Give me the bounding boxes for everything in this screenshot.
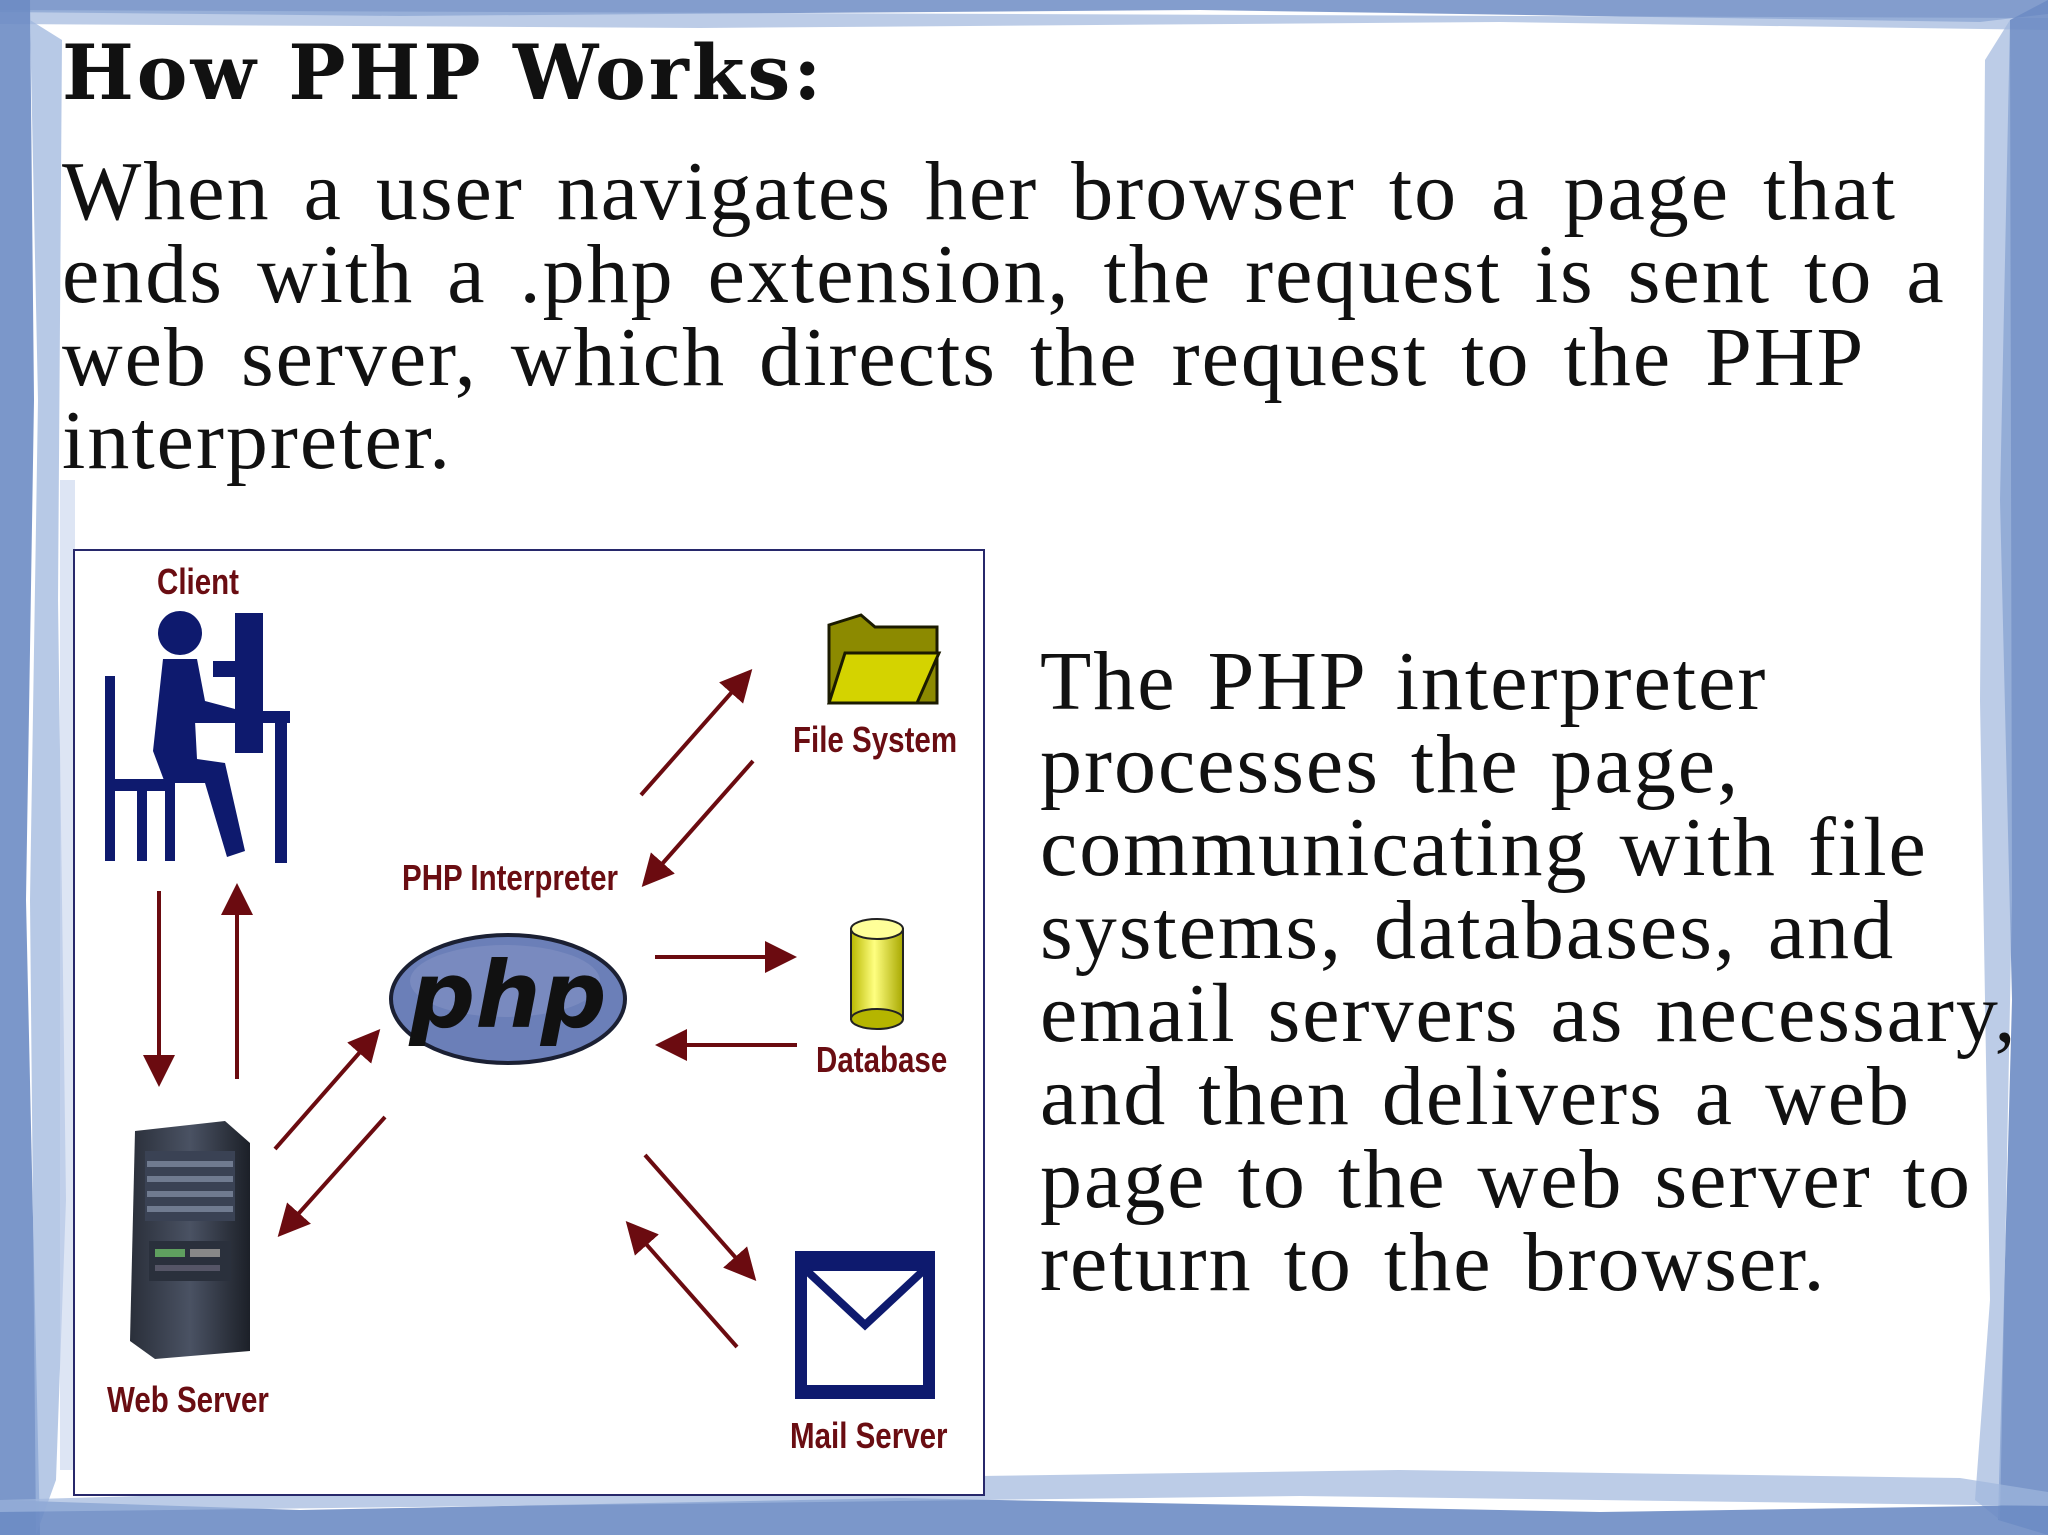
- client-icon: [105, 611, 290, 863]
- client-label: Client: [157, 561, 240, 602]
- diagram-graphics: php: [105, 611, 942, 1399]
- folder-icon: [826, 613, 942, 705]
- slide-title: How PHP Works:: [62, 28, 825, 117]
- mail-envelope-icon: [795, 1251, 935, 1399]
- php-logo-text: php: [408, 942, 606, 1049]
- web-server-label: Web Server: [107, 1379, 269, 1420]
- intro-paragraph: When a user navigates her browser to a p…: [62, 145, 1946, 487]
- explanation-paragraph: The PHP interpreter processes the page, …: [1040, 635, 2018, 1309]
- php-interpreter-label: PHP Interpreter: [402, 857, 619, 898]
- php-logo: php: [389, 933, 627, 1065]
- file-system-label: File System: [793, 719, 958, 760]
- web-server-icon: [130, 1121, 250, 1359]
- database-icon: [850, 918, 904, 1030]
- mail-server-label: Mail Server: [790, 1415, 948, 1456]
- database-label: Database: [816, 1039, 948, 1080]
- php-flow-diagram: php Client Web Server PHP Interpr: [73, 549, 985, 1496]
